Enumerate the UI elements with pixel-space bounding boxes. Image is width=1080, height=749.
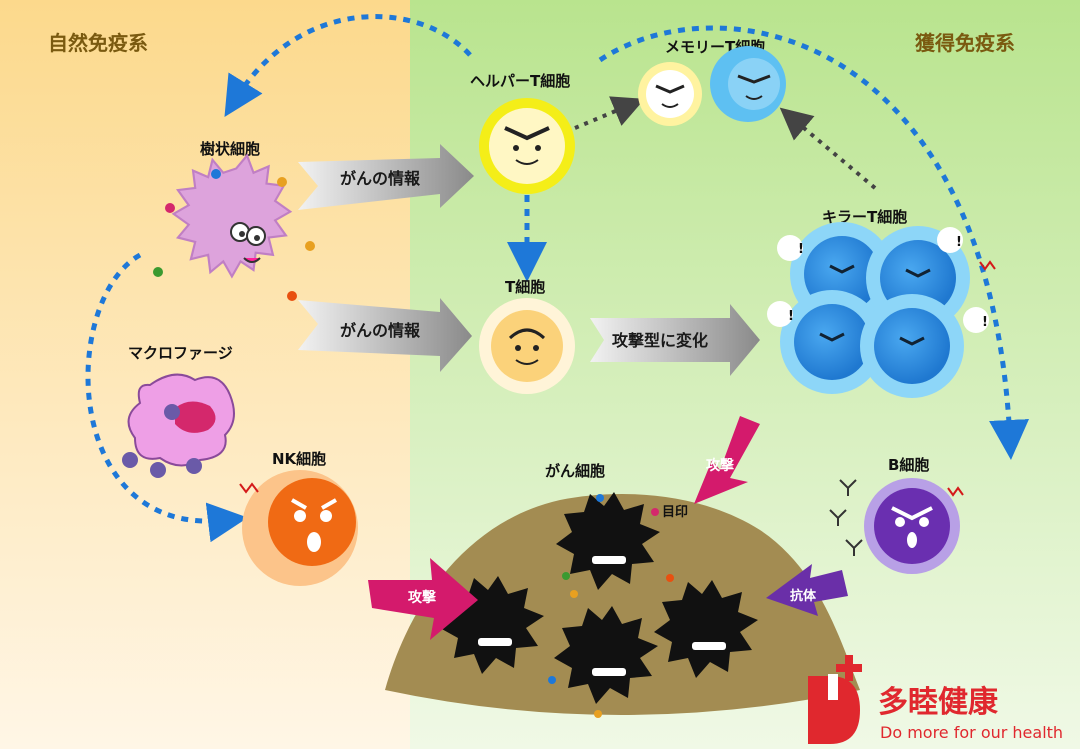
info-arrow-1-label: がんの情報 [340, 169, 421, 188]
attack-arrow-killer: 攻撃 [694, 416, 760, 504]
dendritic-cell: 樹状細胞 [153, 140, 315, 301]
innate-background [0, 0, 410, 749]
svg-text:!: ! [982, 315, 988, 330]
arrow-helper-to-dendritic [224, 14, 472, 117]
antibody-label: 抗体 [790, 588, 817, 604]
cancer-label: がん細胞 [545, 462, 605, 480]
svg-text:!: ! [788, 309, 794, 324]
brand-logo: 多睦健康 Do more for our health [808, 655, 1063, 744]
b-cell: B細胞 [829, 456, 964, 574]
transform-arrow-label: 攻撃型に変化 [612, 331, 708, 350]
nk-label: NK細胞 [272, 450, 326, 468]
helper-t-cell: ヘルパーT細胞 [470, 72, 575, 194]
attack-killer-label: 攻撃 [706, 457, 734, 474]
memory-t-cell: メモリーT細胞 [638, 38, 786, 126]
attack-nk-label: 攻撃 [408, 589, 436, 606]
dendritic-label: 樹状細胞 [200, 140, 260, 158]
brand-tagline: Do more for our health [880, 723, 1063, 742]
arrow-helper-to-b-cell [598, 25, 1029, 460]
macrophage-label: マクロファージ [128, 344, 233, 362]
svg-text:!: ! [956, 235, 962, 250]
info-arrow-1: がんの情報 [298, 144, 474, 210]
macrophage-cell: マクロファージ [122, 344, 235, 478]
antibody-arrow: 抗体 [766, 564, 848, 616]
killer-t-cells: キラーT細胞 ! ! ! ! [767, 208, 996, 398]
t-cell: T細胞 [479, 278, 575, 394]
mark-label: 目印 [662, 505, 688, 520]
info-arrow-2-label: がんの情報 [340, 321, 421, 340]
arrow-dendritic-to-nk [85, 252, 248, 543]
info-arrow-2: がんの情報 [298, 298, 472, 372]
killer-t-label: キラーT細胞 [822, 208, 907, 226]
b-cell-label: B細胞 [888, 456, 929, 474]
acquired-title: 獲得免疫系 [915, 31, 1015, 55]
svg-text:!: ! [798, 242, 804, 257]
t-cell-label: T細胞 [505, 278, 545, 296]
transform-arrow: 攻撃型に変化 [590, 304, 760, 376]
attack-arrow-nk: 攻撃 [368, 558, 478, 640]
brand-name: 多睦健康 [878, 685, 999, 720]
helper-t-label: ヘルパーT細胞 [470, 72, 570, 90]
innate-title: 自然免疫系 [48, 31, 148, 55]
arrow-killer-to-memory [779, 107, 877, 190]
nk-cell: NK細胞 [239, 450, 358, 586]
